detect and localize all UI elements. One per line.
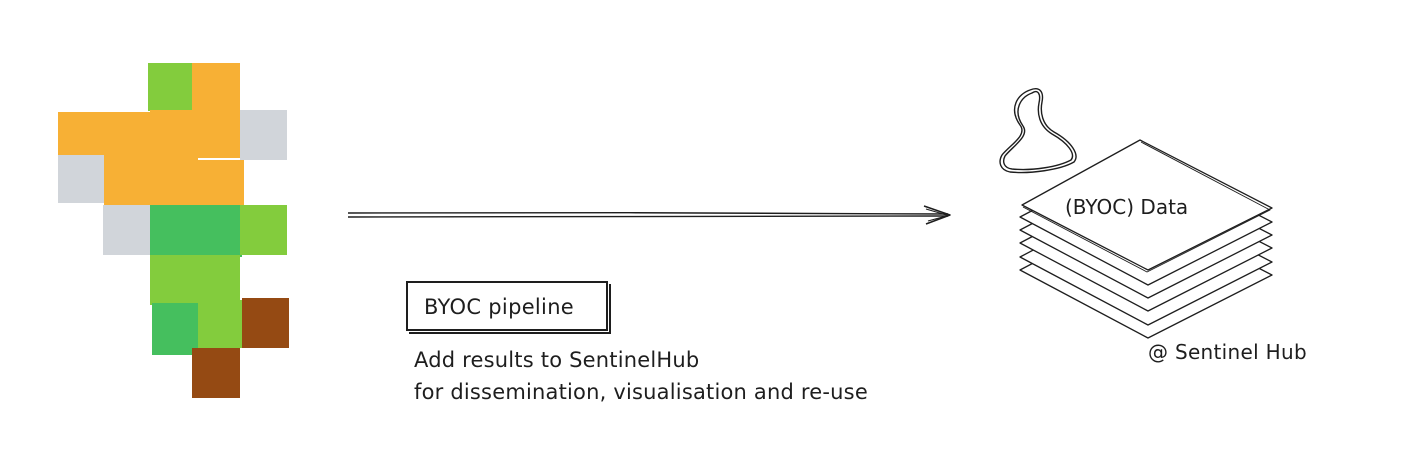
pixel-cell xyxy=(198,300,244,348)
layer-sheets xyxy=(1019,139,1273,339)
pixel-cell xyxy=(150,157,198,205)
pixel-cell xyxy=(150,255,240,305)
pixel-cell xyxy=(192,63,240,111)
user-icon xyxy=(999,88,1077,174)
pixel-cell xyxy=(104,155,152,205)
pixel-cell xyxy=(58,112,106,156)
pixel-cell xyxy=(192,348,240,398)
pipeline-box-label: BYOC pipeline xyxy=(424,295,575,319)
pixel-cell xyxy=(242,298,289,348)
pixel-cell xyxy=(150,110,242,158)
pixel-cell xyxy=(196,160,244,206)
pixel-cell xyxy=(103,205,151,255)
pixel-cell xyxy=(148,63,194,111)
flow-arrow xyxy=(347,205,951,225)
pixel-cell xyxy=(104,112,152,156)
description-line-2: for dissemination, visualisation and re-… xyxy=(414,380,868,404)
pixel-cell xyxy=(58,155,106,203)
stack-top-label: (BYOC) Data xyxy=(1065,195,1188,219)
land-cover-pixel-map xyxy=(58,63,289,398)
byoc-pipeline-box: BYOC pipeline xyxy=(406,281,608,331)
description-line-1: Add results to SentinelHub xyxy=(414,348,700,372)
pixel-cell xyxy=(150,205,242,257)
data-layer-stack: (BYOC) Data xyxy=(999,88,1273,339)
pixel-cell xyxy=(240,205,287,255)
pixel-cell xyxy=(240,110,287,160)
pixel-cell xyxy=(152,303,200,355)
sentinel-hub-label: @ Sentinel Hub xyxy=(1148,340,1307,364)
